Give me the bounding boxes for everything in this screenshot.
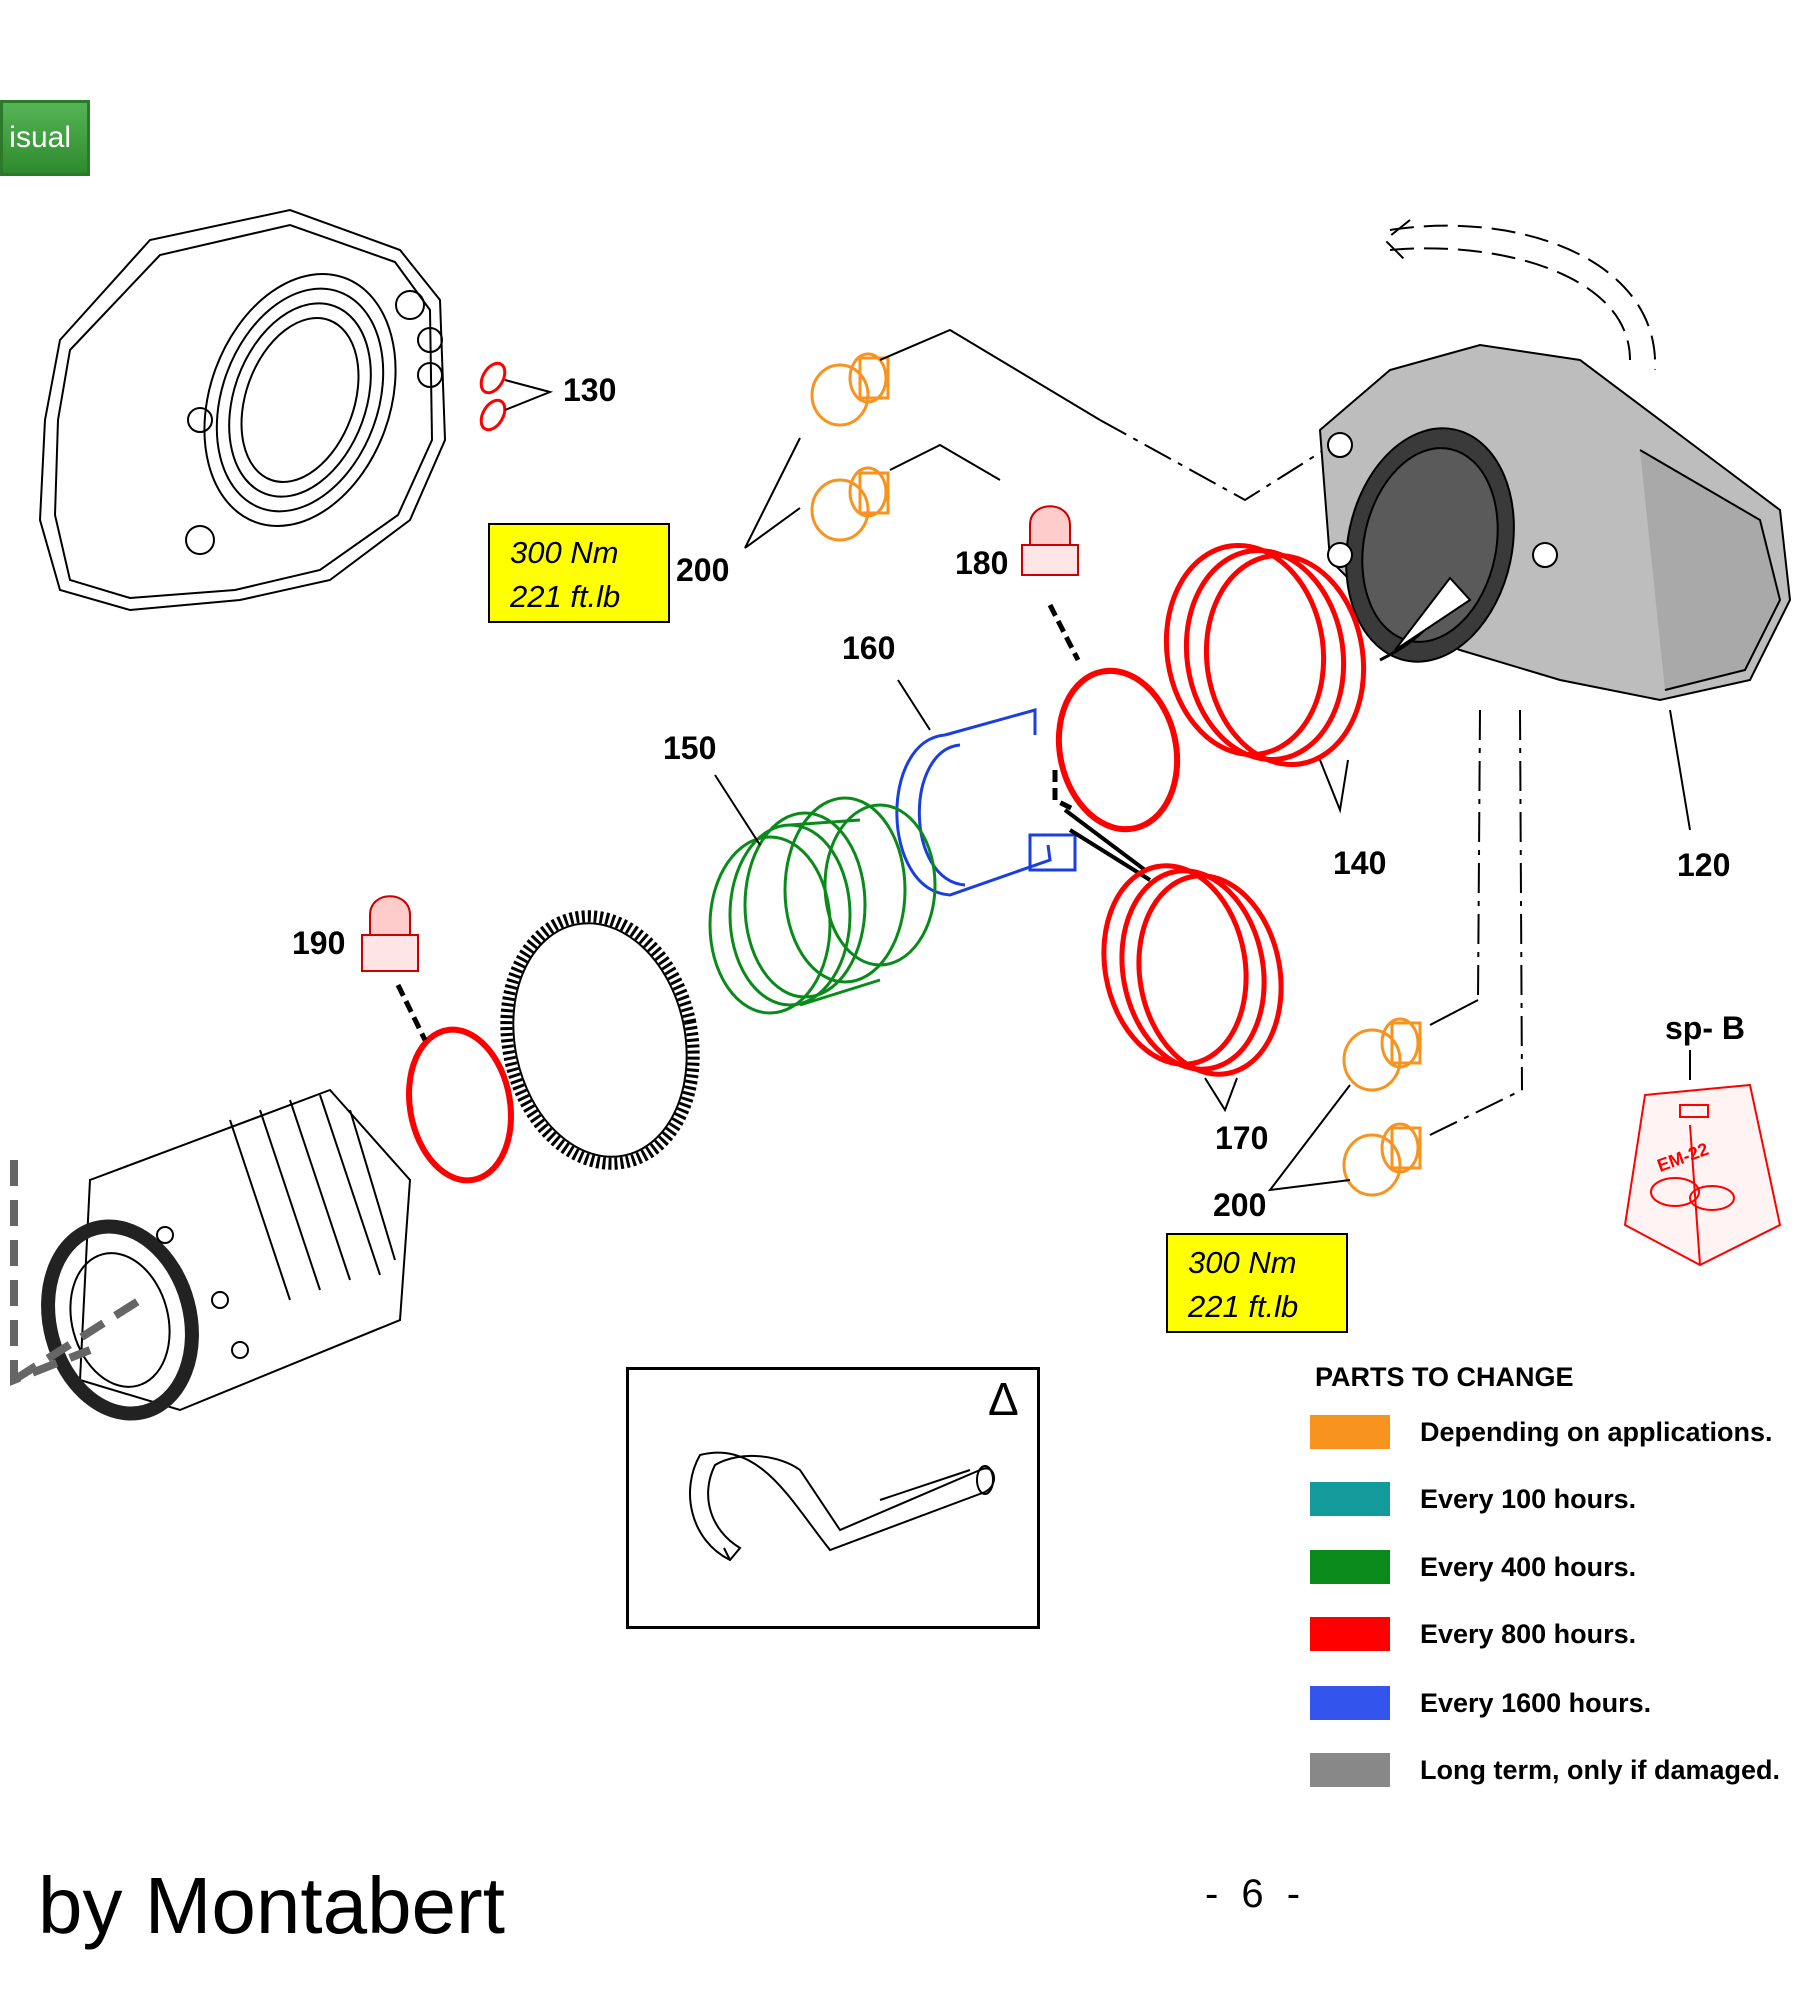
callout-160: 160	[842, 630, 896, 666]
rings-170	[1101, 863, 1284, 1077]
legend-swatch	[1310, 1753, 1390, 1787]
visual-button[interactable]: isual	[0, 100, 90, 176]
housing-top-left	[38, 208, 447, 612]
legend-label: Every 1600 hours.	[1420, 1688, 1652, 1718]
callout-200-bottom: 200	[1213, 1187, 1267, 1223]
page-number: - 6 -	[1205, 1872, 1307, 1916]
rings-140	[1163, 542, 1367, 768]
callout-120: 120	[1677, 847, 1731, 883]
seal-160	[895, 708, 1077, 897]
ring-190	[361, 895, 514, 1184]
torque-box-bottom: 300 Nm 221 ft.lb	[1166, 1233, 1348, 1333]
retaining-ring	[500, 910, 700, 1170]
footer-brand: by Montabert	[38, 1861, 505, 1950]
legend-label: Every 400 hours.	[1420, 1552, 1637, 1582]
plugs-200-top	[810, 352, 890, 542]
torque-box-top: 300 Nm 221 ft.lb	[488, 523, 670, 623]
legend-label: Every 100 hours.	[1420, 1484, 1637, 1514]
tool-symbol: Δ	[988, 1373, 1019, 1425]
callout-150: 150	[663, 730, 717, 766]
torque-top-nm: 300 Nm	[510, 535, 619, 570]
callout-140: 140	[1333, 845, 1387, 881]
torque-bottom-nm: 300 Nm	[1188, 1245, 1297, 1280]
legend-label: Long term, only if damaged.	[1420, 1755, 1781, 1785]
housing-120	[1318, 343, 1792, 702]
torque-bottom-ftlb: 221 ft.lb	[1188, 1289, 1299, 1324]
seal-kit-bag	[1623, 1050, 1782, 1267]
callout-180: 180	[955, 545, 1009, 581]
callout-130: 130	[563, 372, 617, 408]
legend-swatch	[1310, 1686, 1390, 1720]
rotation-arrow	[1383, 219, 1657, 371]
legend-label: Depending on applications.	[1420, 1417, 1773, 1447]
plugs-200-bottom	[1342, 1017, 1422, 1197]
callout-190: 190	[292, 925, 346, 961]
legend-title: PARTS TO CHANGE	[1315, 1362, 1574, 1392]
legend-swatch	[1310, 1415, 1390, 1449]
bushing-150	[708, 796, 937, 1015]
o-rings-130	[479, 361, 507, 432]
torque-top-ftlb: 221 ft.lb	[510, 579, 621, 614]
legend-swatch	[1310, 1550, 1390, 1584]
callout-200-top: 200	[676, 552, 730, 588]
backup-ring-180	[1021, 505, 1181, 833]
legend-label: Every 800 hours.	[1420, 1619, 1637, 1649]
legend-swatch	[1310, 1617, 1390, 1651]
hook-spanner-tool	[689, 1451, 995, 1562]
callout-170: 170	[1215, 1120, 1269, 1156]
seal-kit-label: sp- B	[1665, 1010, 1745, 1046]
legend-swatch	[1310, 1482, 1390, 1516]
tool-box	[626, 1367, 1040, 1629]
cylinder-bottom-left	[10, 1088, 412, 1421]
